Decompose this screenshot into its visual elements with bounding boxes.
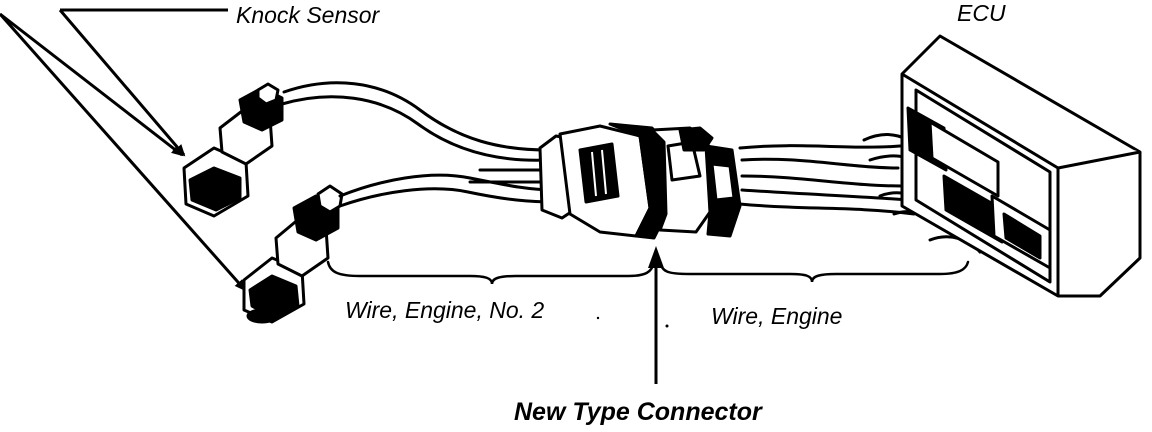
knock-sensor-upper	[182, 82, 284, 218]
harness-braces	[326, 260, 970, 285]
ecu-unit	[900, 34, 1142, 298]
knock-sensor-label: Knock Sensor	[236, 2, 380, 28]
knock-sensor-lower	[242, 184, 344, 324]
wire-engine-no2-label: Wire, Engine, No. 2	[345, 297, 545, 323]
ecu-label: ECU	[957, 0, 1006, 26]
wire-engine-label: Wire, Engine	[711, 303, 843, 329]
new-type-connector-label: New Type Connector	[514, 398, 762, 426]
scan-specks	[596, 316, 669, 328]
connector-callout-arrow	[648, 246, 664, 384]
wire-engine-no2-harness	[280, 81, 558, 208]
new-type-connector	[538, 122, 742, 240]
knock-sensor-leader-lines	[0, 8, 247, 292]
